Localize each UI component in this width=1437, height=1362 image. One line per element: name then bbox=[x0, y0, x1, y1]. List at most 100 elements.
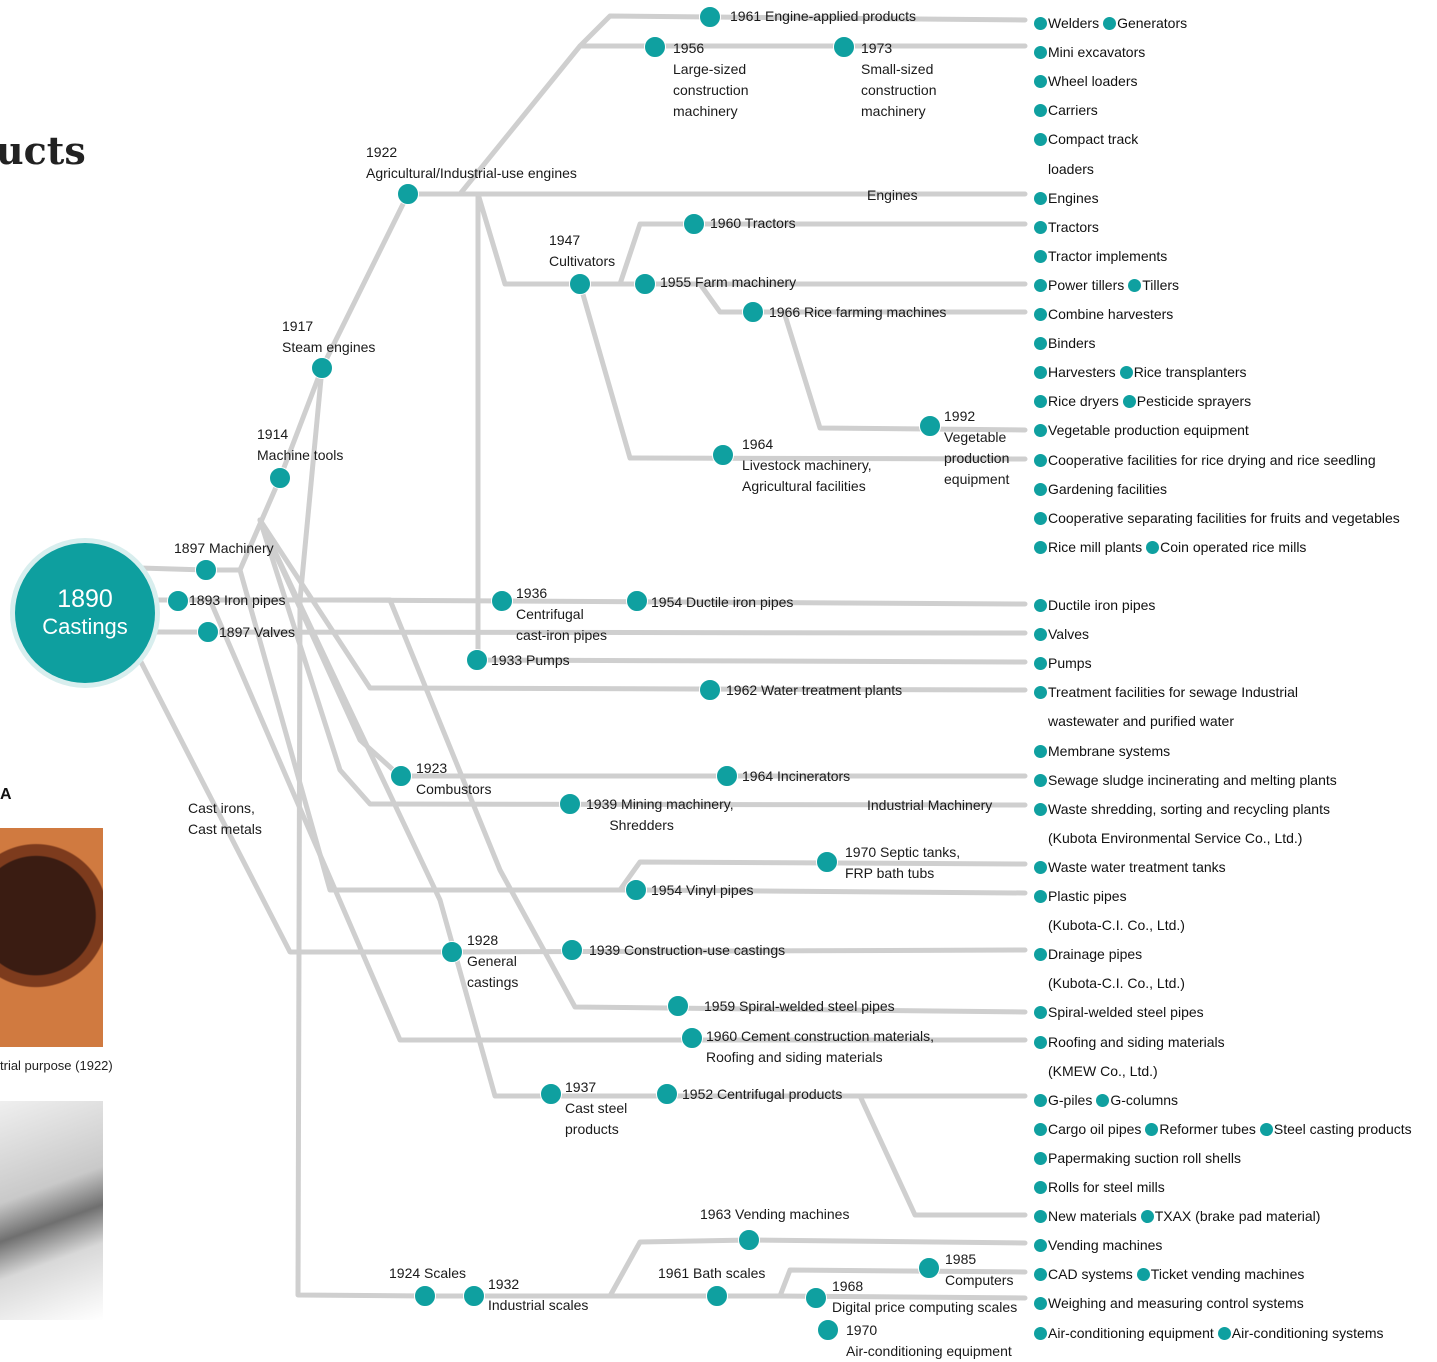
product-item: G-piles bbox=[1048, 1091, 1093, 1108]
product-item: Power tillers bbox=[1048, 276, 1125, 293]
timeline-node bbox=[197, 621, 219, 643]
bullet-icon bbox=[1034, 744, 1047, 758]
root-node: 1890 Castings bbox=[15, 543, 155, 683]
timeline-node bbox=[466, 649, 488, 671]
label-vinyl: 1954 Vinyl pipes bbox=[651, 882, 754, 898]
product-note: (KMEW Co., Ltd.) bbox=[1048, 1062, 1158, 1079]
product-item: Pesticide sprayers bbox=[1136, 393, 1252, 410]
timeline-node bbox=[919, 415, 941, 437]
label-industrial-machinery: Industrial Machinery bbox=[867, 797, 993, 813]
product-note: (Kubota-C.I. Co., Ltd.) bbox=[1048, 975, 1185, 992]
label-large-construction: 1956 Large-sized construction machinery bbox=[673, 40, 749, 119]
product-row: Papermaking suction roll shells bbox=[1034, 1148, 1245, 1168]
timeline-node bbox=[625, 879, 647, 901]
tree-branch bbox=[137, 657, 1028, 955]
bullet-icon bbox=[1119, 366, 1133, 380]
label-air-conditioning: 1970 Air-conditioning equipment bbox=[846, 1322, 1012, 1359]
bullet-icon bbox=[1034, 599, 1047, 612]
bullet-icon bbox=[1103, 17, 1117, 30]
product-item: Combine harvesters bbox=[1048, 306, 1174, 322]
label-mining: 1939 Mining machinery, Shredders bbox=[586, 796, 734, 833]
product-row: Pumps bbox=[1034, 653, 1096, 673]
product-row: Rolls for steel mills bbox=[1034, 1177, 1169, 1197]
timeline-node bbox=[738, 1229, 760, 1251]
product-row: wastewater and purified water bbox=[1048, 711, 1234, 731]
product-item: Waste shredding, sorting and recycling p… bbox=[1048, 800, 1330, 817]
bullet-icon bbox=[1034, 1268, 1047, 1282]
tree-branch bbox=[857, 1093, 1028, 1218]
product-item: Rolls for steel mills bbox=[1048, 1179, 1165, 1195]
bullet-icon bbox=[1034, 75, 1047, 89]
product-item: Air-conditioning equipment bbox=[1048, 1324, 1214, 1341]
label-agri-engines: 1922 Agricultural/Industrial-use engines bbox=[366, 144, 577, 181]
bullet-icon bbox=[1034, 104, 1047, 118]
timeline-node bbox=[833, 36, 855, 58]
product-note: wastewater and purified water bbox=[1048, 713, 1234, 730]
tree-branch bbox=[257, 517, 1028, 693]
product-item: CAD systems bbox=[1048, 1266, 1133, 1283]
timeline-node bbox=[441, 941, 463, 963]
label-engines: Engines bbox=[867, 187, 918, 203]
bullet-icon bbox=[1034, 278, 1047, 292]
product-item: Spiral-welded steel pipes bbox=[1048, 1004, 1204, 1021]
product-item: Cargo oil pipes bbox=[1048, 1120, 1142, 1137]
label-centrifugal-products: 1952 Centrifugal products bbox=[682, 1086, 843, 1102]
product-row: Waste water treatment tanks bbox=[1034, 857, 1230, 877]
timeline-node bbox=[561, 939, 583, 961]
product-item: Air-conditioning systems bbox=[1231, 1324, 1384, 1341]
bullet-icon bbox=[1145, 1122, 1159, 1136]
label-centrifugal-pipes: 1936 Centrifugal cast-iron pipes bbox=[516, 585, 608, 643]
timeline-node bbox=[397, 183, 419, 205]
bullet-icon bbox=[1034, 657, 1047, 671]
bullet-icon bbox=[1122, 395, 1136, 409]
bullet-icon bbox=[1034, 220, 1047, 234]
product-row: Mini excavators bbox=[1034, 42, 1149, 62]
product-item: Vending machines bbox=[1048, 1237, 1163, 1254]
bullet-icon bbox=[1034, 1326, 1047, 1340]
label-bath-scales: 1961 Bath scales bbox=[658, 1265, 766, 1281]
product-item: Tractors bbox=[1048, 218, 1099, 235]
timeline-node bbox=[269, 467, 291, 489]
product-row: Tractor implements bbox=[1034, 246, 1171, 266]
timeline-node bbox=[540, 1083, 562, 1105]
product-row: Combine harvesters bbox=[1034, 304, 1177, 324]
product-row: Wheel loaders bbox=[1034, 71, 1142, 91]
timeline-node bbox=[918, 1257, 940, 1279]
product-item: Papermaking suction roll shells bbox=[1048, 1149, 1241, 1166]
product-row: loaders bbox=[1048, 159, 1094, 179]
root-year: 1890 bbox=[57, 585, 113, 613]
product-row: Waste shredding, sorting and recycling p… bbox=[1034, 799, 1334, 819]
root-label: Castings bbox=[42, 614, 128, 639]
product-item: Reformer tubes bbox=[1159, 1120, 1256, 1137]
label-scales: 1924 Scales bbox=[389, 1265, 467, 1281]
label-tractors: 1960 Tractors bbox=[710, 215, 796, 231]
product-item: Steel casting products bbox=[1273, 1120, 1412, 1137]
label-industrial-scales: 1932 Industrial scales bbox=[488, 1276, 589, 1313]
timeline-node bbox=[311, 357, 333, 379]
bullet-icon bbox=[1034, 337, 1047, 351]
tree-branch bbox=[781, 309, 1028, 433]
label-construction-castings: 1939 Construction-use castings bbox=[589, 942, 786, 958]
product-item: Rice transplanters bbox=[1133, 364, 1247, 381]
label-pumps: 1933 Pumps bbox=[491, 652, 570, 668]
product-row: Binders bbox=[1034, 333, 1099, 353]
excavator-photo bbox=[0, 1101, 103, 1320]
label-computers: 1985 Computers bbox=[945, 1251, 1014, 1288]
bullet-icon bbox=[1034, 1122, 1047, 1136]
timeline-node bbox=[699, 679, 721, 701]
label-water-treatment: 1962 Water treatment plants bbox=[726, 682, 903, 698]
product-item: Roofing and siding materials bbox=[1048, 1033, 1225, 1050]
engine-photo bbox=[0, 828, 103, 1047]
product-item: Vegetable production equipment bbox=[1048, 422, 1249, 439]
label-septic: 1970 Septic tanks, FRP bath tubs bbox=[845, 844, 961, 881]
product-note: (Kubota-C.I. Co., Ltd.) bbox=[1048, 917, 1185, 934]
product-row: Tractors bbox=[1034, 217, 1103, 237]
tree-branch bbox=[607, 1237, 1028, 1299]
product-item: Tractor implements bbox=[1048, 247, 1168, 264]
timeline-node bbox=[712, 444, 734, 466]
timeline-node bbox=[667, 995, 689, 1017]
product-row: Sewage sludge incinerating and melting p… bbox=[1034, 770, 1341, 790]
